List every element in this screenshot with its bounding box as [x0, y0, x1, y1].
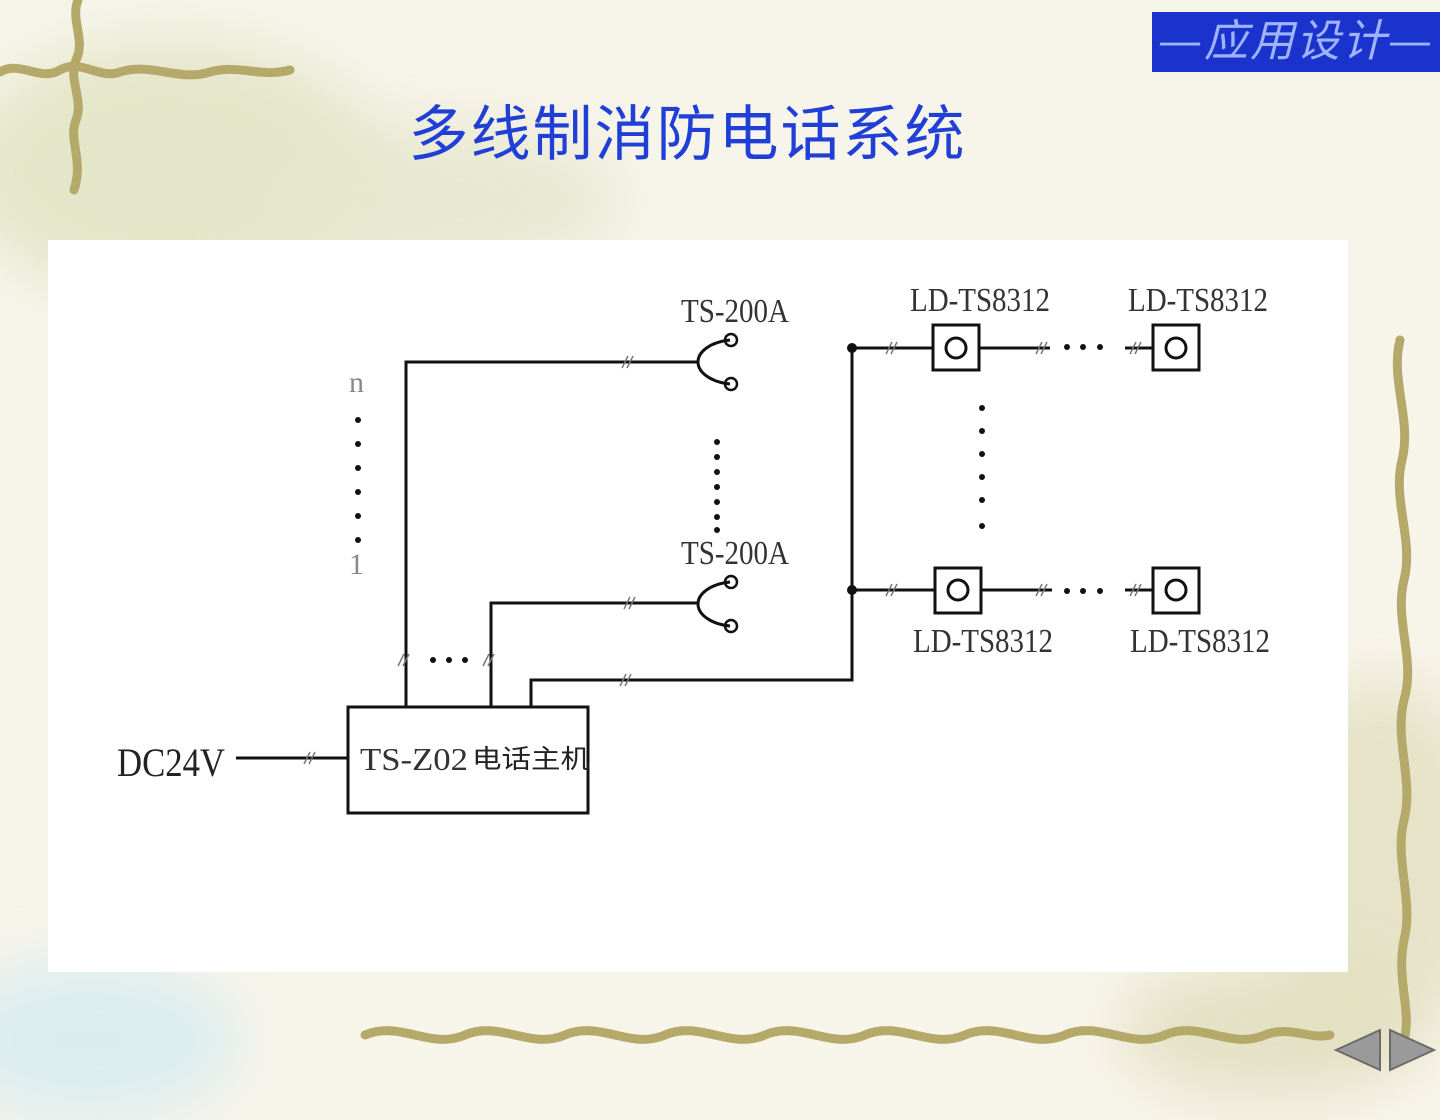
triangle-left-icon[interactable] — [1333, 1028, 1381, 1072]
wire-tick — [1129, 583, 1142, 597]
jack-contact — [723, 332, 739, 348]
jack-hook-bottom — [696, 580, 731, 628]
vine-decoration — [0, 0, 1413, 1045]
wire-tick — [885, 583, 898, 597]
host-name-label: 电话主机 — [472, 745, 590, 775]
section-tag: —应用设计— — [1152, 12, 1440, 72]
phone-dial — [1164, 336, 1188, 360]
host-box — [346, 705, 590, 815]
line-index-bottom: 1 — [349, 548, 364, 581]
ellipsis-dots-vertical-phones — [979, 405, 985, 529]
wire-tick — [303, 751, 316, 765]
junction-dot — [847, 343, 857, 353]
phone-box — [1151, 566, 1201, 615]
wire-tick — [482, 653, 495, 667]
ellipsis-dots-phone-bottom — [1064, 588, 1103, 594]
ellipsis-dots-phone-top — [1064, 344, 1103, 350]
ellipsis-dots-host — [430, 657, 468, 663]
wire-tick — [623, 596, 636, 610]
junction-dot — [847, 585, 857, 595]
jack-contact — [723, 618, 739, 634]
wire-tick — [885, 341, 898, 355]
phone-box — [1151, 323, 1201, 372]
phone-dial — [944, 336, 968, 360]
wire-tick — [1035, 583, 1048, 597]
jack-hook-top — [696, 338, 731, 386]
wire-tick — [397, 653, 410, 667]
line-phone-bus — [529, 348, 854, 707]
line-index-top: n — [349, 366, 364, 399]
wire-tick — [1035, 341, 1048, 355]
ellipsis-dots-vertical-left — [355, 417, 361, 543]
line-jack-top — [404, 360, 698, 707]
jack-label-bottom: TS-200A — [681, 535, 789, 572]
phone-label-top-left: LD-TS8312 — [910, 282, 1050, 319]
phone-dial — [1164, 578, 1188, 602]
wire-tick — [1129, 341, 1142, 355]
jack-label-top: TS-200A — [681, 293, 789, 330]
wire-tick — [621, 355, 634, 369]
nav-arrows — [1333, 1028, 1437, 1072]
phone-label-top-right: LD-TS8312 — [1128, 282, 1268, 319]
line-jack-bottom — [489, 601, 698, 707]
phone-box — [933, 566, 983, 615]
wire-tick — [619, 673, 632, 687]
jack-contact — [723, 376, 739, 392]
phone-label-bottom-right: LD-TS8312 — [1130, 623, 1270, 660]
power-label: DC24V — [117, 740, 225, 785]
triangle-right-icon[interactable] — [1389, 1028, 1437, 1072]
wiring-diagram: DC24V TS-Z02 电话主机 TS-200A TS-200A LD-TS8… — [117, 282, 1270, 815]
phone-box — [931, 323, 981, 372]
host-model-label: TS-Z02 — [360, 741, 468, 777]
phone-label-bottom-left: LD-TS8312 — [913, 623, 1053, 660]
slide-title: 多线制消防电话系统 — [408, 100, 967, 170]
ellipsis-dots-vertical-jacks — [714, 439, 720, 533]
phone-dial — [946, 578, 970, 602]
jack-contact — [723, 574, 739, 590]
